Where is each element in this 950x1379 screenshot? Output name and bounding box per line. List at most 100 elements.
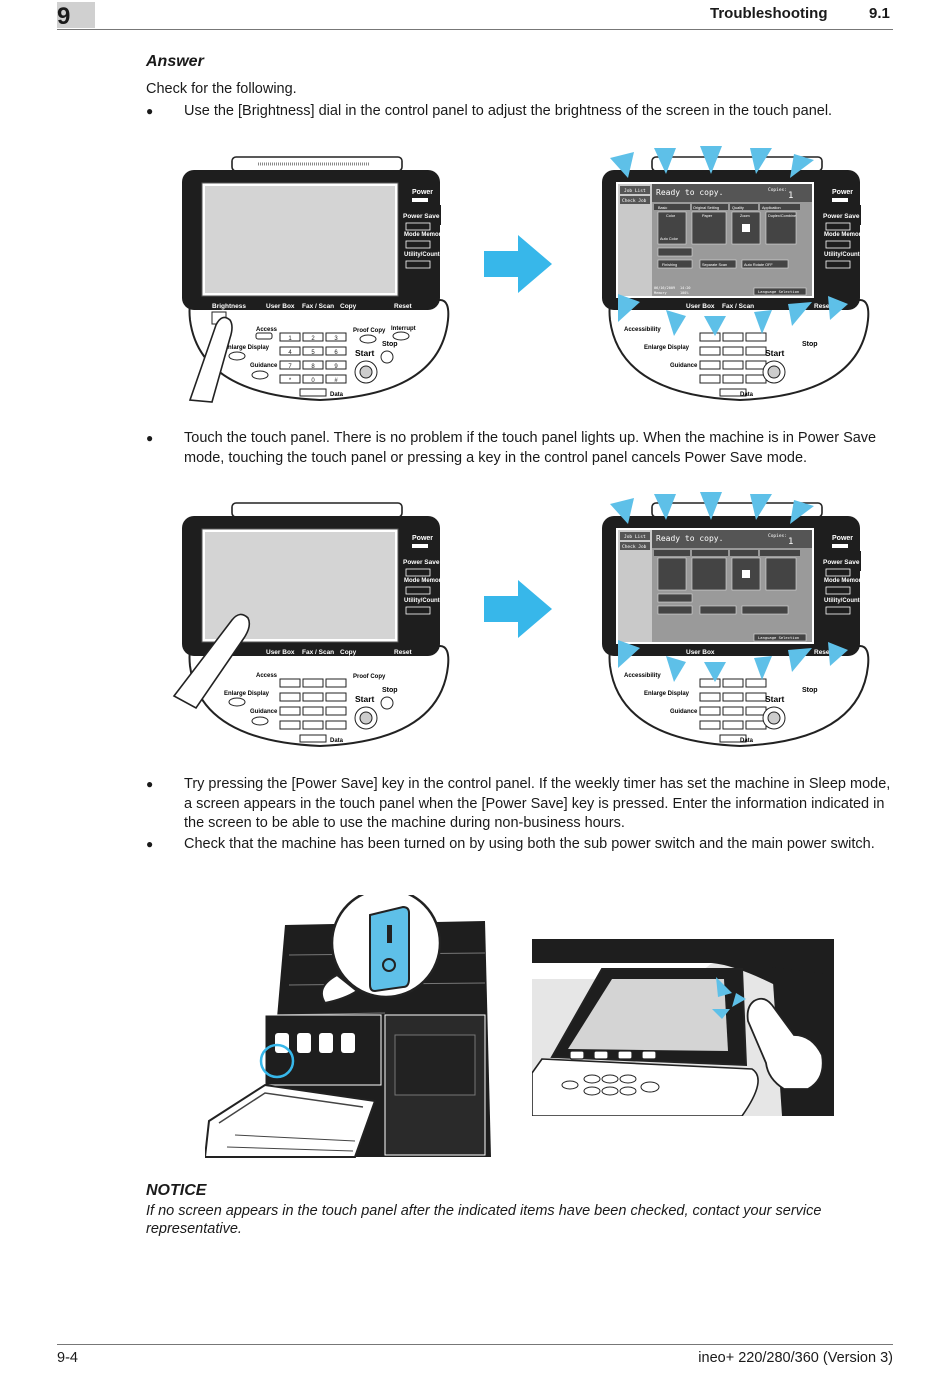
data-label: Data — [330, 738, 344, 744]
start-label: Start — [765, 348, 785, 358]
control-panel-off-illustration: Power Power Save Mode Memory Utility/Cou… — [182, 156, 450, 403]
bullet-icon: ● — [146, 777, 154, 791]
utility-counter-key-label: Utility/Counter — [824, 598, 866, 604]
touch-panel-lit-illustration: Job List Check Job Ready to copy. Copies… — [602, 492, 870, 748]
power-save-indicator-icons — [712, 977, 746, 1019]
screen-paper-label: Paper — [702, 214, 713, 218]
data-label: Data — [740, 392, 754, 398]
keypad-key: 0 — [311, 378, 315, 384]
screen-memory-value: 100% — [680, 291, 689, 295]
screen-tab-original: Original Setting — [693, 206, 719, 210]
guidance-label: Guidance — [250, 709, 278, 715]
guidance-label: Guidance — [670, 709, 698, 715]
finger-icon — [746, 997, 824, 1090]
stop-label: Stop — [382, 687, 398, 694]
power-key-label: Power — [832, 535, 853, 542]
sub-power-switch-illustration — [532, 939, 834, 1116]
reset-label: Reset — [394, 303, 413, 310]
screen-finishing: Finishing — [662, 263, 677, 267]
screen-ready-message: Ready to copy. — [656, 534, 723, 543]
user-box-label: User Box — [266, 649, 295, 656]
keypad-key: 4 — [288, 350, 292, 356]
copy-label: Copy — [340, 303, 357, 310]
power-save-key-label: Power Save — [403, 559, 440, 566]
keypad-key: 8 — [311, 364, 315, 370]
power-key-label: Power — [832, 189, 853, 196]
interrupt-label: Interrupt — [391, 326, 416, 332]
keypad-key: 3 — [334, 336, 338, 342]
touch-panel-off-illustration: Power Power Save Mode Memory Utility/Cou… — [172, 502, 450, 748]
utility-counter-key-label: Utility/Counter — [404, 252, 446, 258]
power-save-key-label: Power Save — [823, 213, 860, 220]
screen-duplex-label: Duplex/Combine — [768, 214, 796, 218]
mode-memory-key-label: Mode Memory — [404, 232, 445, 238]
enlarge-display-label: Enlarge Display — [224, 691, 270, 697]
stop-label: Stop — [382, 341, 398, 348]
user-box-label: User Box — [686, 649, 715, 656]
bullet-touch-panel: Touch the touch panel. There is no probl… — [184, 430, 877, 466]
header-section-number: 9.1 — [869, 5, 890, 22]
screen-tab-application: Application — [762, 206, 781, 210]
finger-icon — [172, 613, 251, 710]
power-save-key-label: Power Save — [403, 213, 440, 220]
screen-color-label: Color — [666, 214, 676, 218]
screen-copies-label: Copies: — [768, 187, 787, 193]
access-label: Access — [256, 673, 278, 679]
screen-copies-value: 1 — [788, 191, 793, 201]
keypad-key: 2 — [311, 336, 315, 342]
start-label: Start — [765, 694, 785, 704]
utility-counter-key-label: Utility/Counter — [404, 598, 446, 604]
chapter-number: 9 — [57, 3, 71, 30]
fax-scan-label: Fax / Scan — [302, 649, 334, 656]
accessibility-label: Accessibility — [624, 673, 661, 679]
power-key-label: Power — [412, 189, 433, 196]
reset-label: Reset — [814, 649, 833, 656]
bullet-icon: ● — [146, 104, 154, 118]
screen-tab-basic: Basic — [658, 206, 667, 210]
screen-check-job: Check Job — [622, 544, 647, 550]
enlarge-display-label: Enlarge Display — [224, 345, 270, 351]
reset-label: Reset — [814, 303, 833, 310]
power-switch-icon — [369, 905, 410, 993]
answer-intro: Check for the following. — [146, 81, 297, 97]
screen-job-list: Job List — [624, 534, 646, 540]
footer-divider — [57, 1344, 893, 1345]
user-box-label: User Box — [266, 303, 295, 310]
enlarge-display-label: Enlarge Display — [644, 691, 690, 697]
mode-memory-key-label: Mode Memory — [824, 578, 865, 584]
fax-scan-label: Fax / Scan — [302, 303, 334, 310]
mode-memory-key-label: Mode Memory — [404, 578, 445, 584]
bullet-brightness: Use the [Brightness] dial in the control… — [184, 103, 833, 119]
keypad-key: 7 — [288, 364, 292, 370]
utility-counter-key-label: Utility/Counter — [824, 252, 866, 258]
proof-copy-label: Proof Copy — [353, 674, 386, 680]
keypad-key: # — [334, 378, 338, 384]
reset-label: Reset — [394, 649, 413, 656]
guidance-label: Guidance — [250, 363, 278, 369]
screen-zoom-label: Zoom — [740, 214, 750, 218]
right-arrow-icon — [484, 235, 552, 293]
keypad-key: 5 — [311, 350, 315, 356]
fax-scan-label: Fax / Scan — [722, 303, 754, 310]
start-label: Start — [355, 694, 375, 704]
page-number: 9-4 — [57, 1350, 78, 1366]
power-key-label: Power — [412, 535, 433, 542]
screen-check-job: Check Job — [622, 198, 647, 204]
bullet-icon: ● — [146, 431, 154, 445]
keypad-key: 1 — [288, 336, 292, 342]
power-save-key-label: Power Save — [823, 559, 860, 566]
main-power-switch-illustration — [205, 895, 491, 1158]
screen-tab-quality: Quality — [732, 206, 744, 210]
data-label: Data — [330, 392, 344, 398]
bullet-icon: ● — [146, 837, 154, 851]
screen-time: 14:20 — [680, 286, 691, 290]
right-arrow-icon — [484, 580, 552, 638]
light-indicator-icons — [610, 146, 848, 336]
screen-ready-message: Ready to copy. — [656, 188, 723, 197]
keypad-key: * — [289, 378, 292, 384]
header-title: Troubleshooting — [710, 5, 828, 22]
light-indicator-icons — [610, 492, 848, 682]
screen-memory-label: Memory — [654, 291, 667, 295]
bullet-power-switch: Check that the machine has been turned o… — [184, 836, 875, 852]
bullet-power-save: Try pressing the [Power Save] key in the… — [184, 776, 891, 831]
